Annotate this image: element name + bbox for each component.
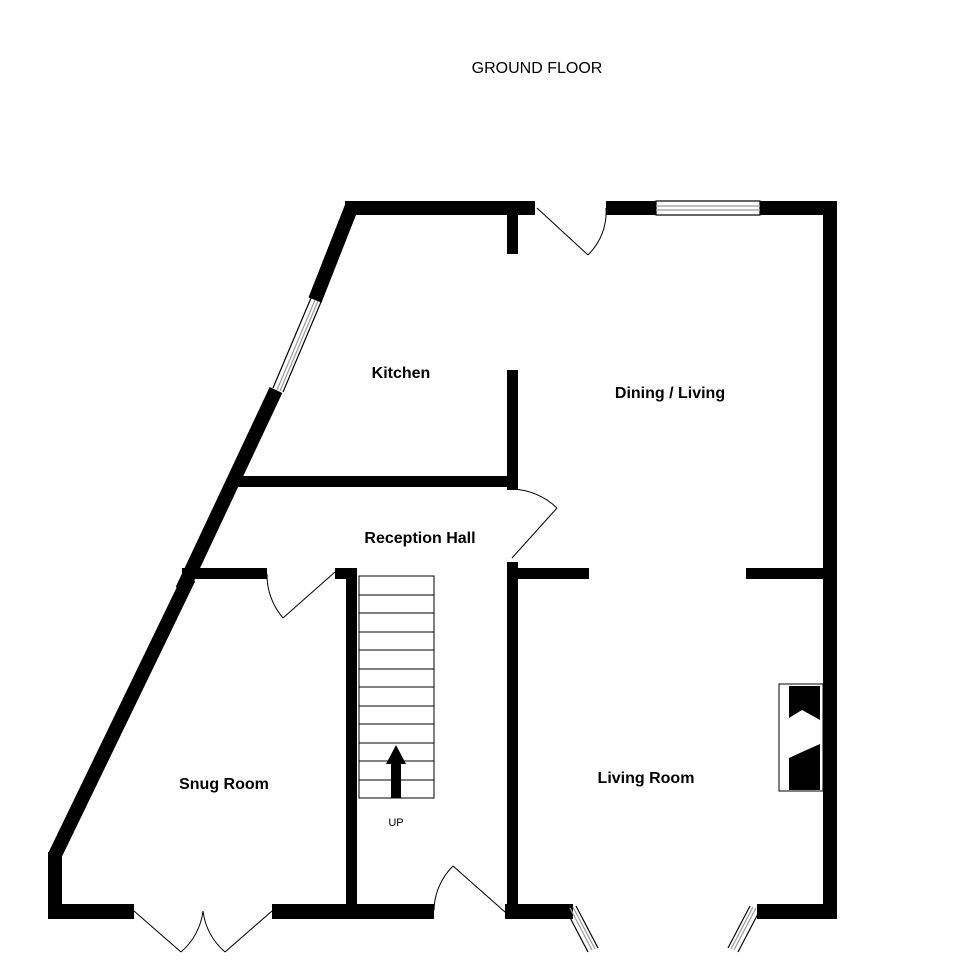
kitchen-hall-wall [238, 476, 518, 487]
room-label-living-room: Living Room [598, 770, 695, 787]
top-wall-right [760, 201, 837, 215]
top-wall-mid [606, 201, 656, 215]
doors [133, 207, 607, 953]
stair-snug-wall [346, 568, 357, 919]
room-label-dining-living: Dining / Living [615, 385, 725, 402]
windows [272, 200, 761, 953]
left-wall-short [48, 852, 62, 919]
back-door [536, 207, 607, 256]
top-wall-left [345, 201, 535, 215]
floor-title: GROUND FLOOR [472, 60, 603, 77]
stairs-up-label: UP [388, 817, 403, 829]
bottom-wall-living-left [505, 904, 573, 919]
hall-living-door [511, 488, 558, 559]
bottom-wall-living-right [757, 904, 837, 919]
room-label-reception-hall: Reception Hall [364, 530, 475, 547]
fireplace [778, 683, 824, 792]
interior-walls [182, 201, 837, 919]
hall-living-wall [507, 562, 518, 919]
kitchen-partition-bottom [507, 370, 518, 490]
room-label-snug-room: Snug Room [179, 776, 269, 793]
stair-up-arrow-icon [386, 745, 406, 798]
snug-door [266, 571, 336, 619]
diagonal-wall-mid [175, 387, 283, 593]
room-label-kitchen: Kitchen [372, 365, 431, 382]
snug-french-doors [133, 910, 273, 953]
living-top-wall-right [746, 568, 837, 579]
right-wall [823, 201, 837, 919]
snug-top-wall-left [182, 568, 267, 579]
bay-window-right [727, 905, 761, 953]
exterior-walls [48, 201, 837, 919]
diagonal-wall-bottom [48, 574, 196, 859]
front-door [433, 865, 506, 913]
living-top-wall-left [507, 568, 589, 579]
top-window [655, 200, 761, 216]
bottom-wall-snug-left [48, 904, 134, 919]
kitchen-window [272, 297, 322, 393]
bay-window-left [565, 905, 599, 953]
diagonal-wall-top [308, 203, 359, 303]
kitchen-partition-top [507, 201, 518, 254]
